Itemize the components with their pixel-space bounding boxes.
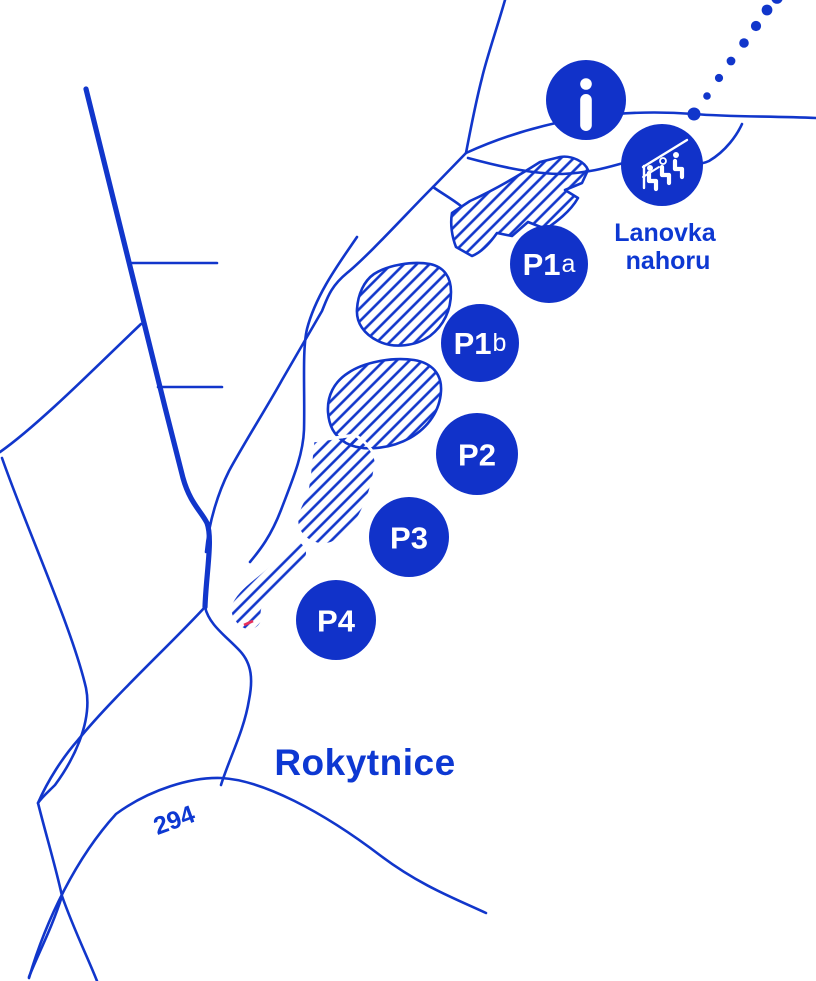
- marker-p1b[interactable]: P1b: [441, 304, 519, 382]
- cablecar-junction-dot: [687, 107, 701, 121]
- parking-area-p1b: [355, 261, 453, 347]
- road-access-diagonal: [204, 151, 468, 554]
- marker-p2[interactable]: P2: [436, 413, 518, 495]
- road-southwest-diagonal: [36, 605, 207, 805]
- red-mark: [243, 619, 254, 627]
- road-upper-east: [464, 111, 816, 155]
- road-west-curve: [0, 322, 143, 454]
- road-between-lots: [248, 235, 359, 564]
- marker-p1a-label: P1a: [523, 247, 576, 282]
- marker-p1b-label: P1b: [454, 326, 507, 361]
- cablecar-dotted-line: [687, 0, 783, 121]
- parking-area-p3: [295, 433, 378, 547]
- marker-p1a[interactable]: P1a: [510, 225, 588, 303]
- parking-markers: P1a P1b P2 P3 P4: [296, 225, 588, 660]
- parking-areas: [228, 155, 590, 633]
- info-marker[interactable]: [546, 60, 626, 140]
- marker-p4-label: P4: [317, 604, 356, 639]
- marker-p4[interactable]: P4: [296, 580, 376, 660]
- parking-area-p1a: [449, 155, 590, 258]
- parking-area-p4: [228, 538, 309, 633]
- info-icon: [580, 78, 592, 131]
- marker-p3-label: P3: [390, 521, 428, 556]
- chairlift-label-line1: Lanovka: [614, 219, 717, 247]
- road-from-top: [464, 0, 507, 155]
- road-number-label: 294: [150, 800, 199, 841]
- town-label: Rokytnice: [274, 742, 455, 783]
- chairlift-marker[interactable]: [621, 124, 703, 206]
- marker-p3[interactable]: P3: [369, 497, 449, 577]
- road-294: [27, 776, 488, 980]
- parking-area-p2: [326, 357, 443, 450]
- road-south-to-town: [203, 605, 253, 787]
- map-labels: Lanovka nahoru Rokytnice 294: [150, 219, 717, 841]
- road-connector-p1a: [431, 185, 463, 208]
- road-main-northwest: [83, 86, 213, 610]
- marker-p2-label: P2: [458, 438, 496, 473]
- road-west-descending: [0, 456, 99, 981]
- chairlift-label-line2: nahoru: [626, 247, 711, 275]
- chairlift-icon: [641, 138, 689, 192]
